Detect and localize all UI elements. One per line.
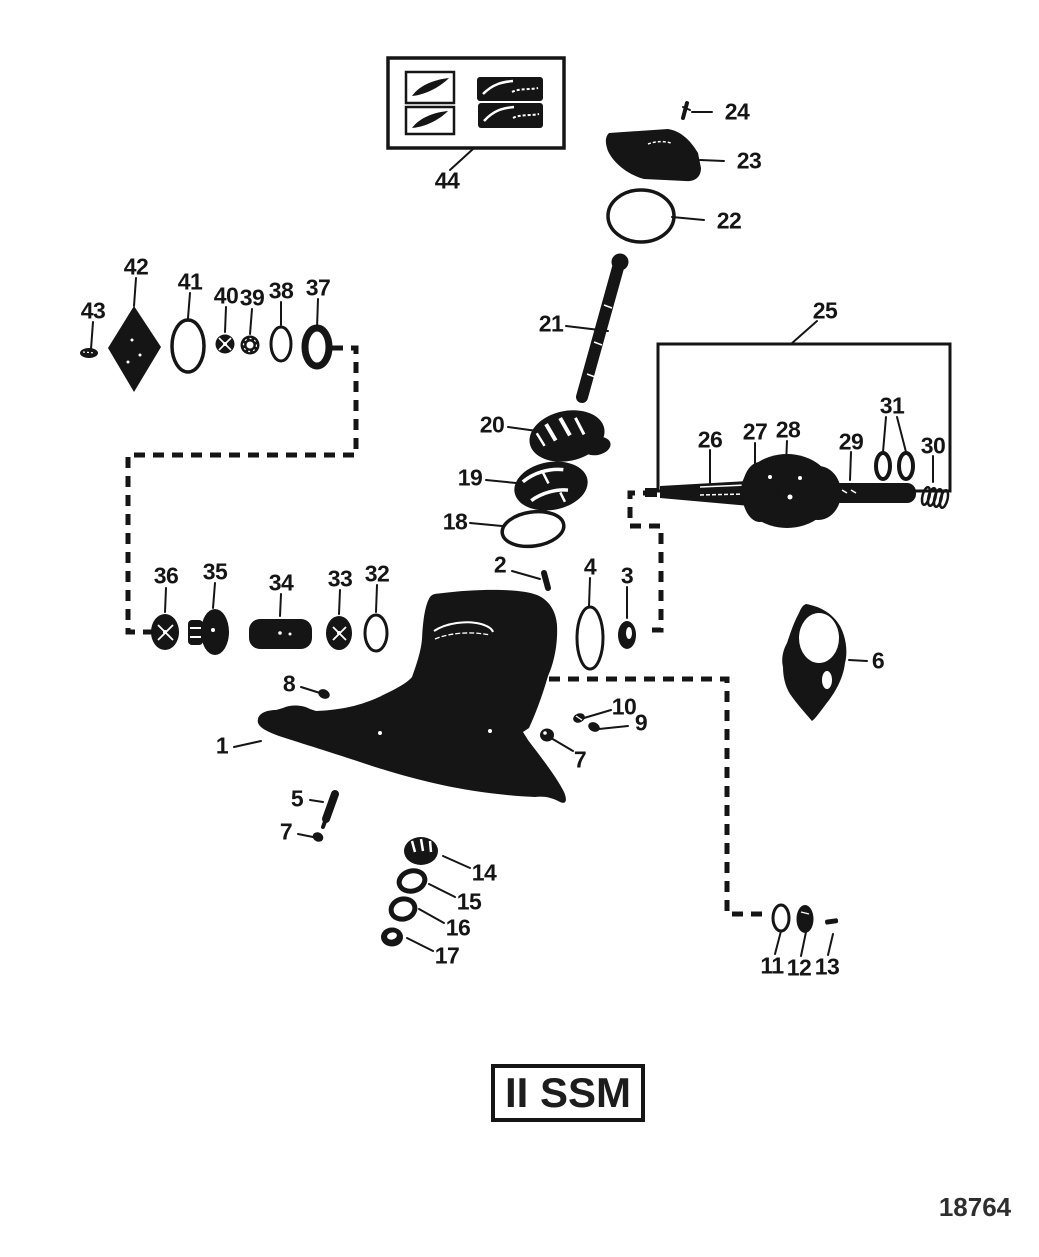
callout-43: 43 [80,297,106,324]
callout-17: 17 [434,942,460,969]
part-bolt-5 [321,790,339,829]
part-bearing-33 [326,616,352,650]
part-trim-tab-6 [782,604,847,721]
part-gear-housing-1 [257,589,566,803]
part-pin-13 [825,918,839,925]
callout-23: 23 [736,147,762,174]
callout-40: 40 [213,282,239,309]
part-spring-30 [920,485,950,510]
callout-13: 13 [814,953,840,980]
callout-22: 22 [716,207,742,234]
callout-18: 18 [442,508,468,535]
part-screw-7b [312,832,324,842]
callout-9: 9 [634,709,648,736]
part-oring-22 [606,188,676,244]
callout-37: 37 [305,274,331,301]
part-bolt-21 [576,253,629,403]
part-seal-17 [381,927,403,947]
callout-8: 8 [282,670,296,697]
callout-27: 27 [742,418,768,445]
part-gear-20 [529,410,611,462]
callout-7a: 7 [573,746,587,773]
callout-1: 1 [215,732,229,759]
callout-29: 29 [838,428,864,455]
housing-logo-script [433,621,494,633]
callout-6: 6 [871,647,885,674]
part-carrier-flange-27 [742,462,778,522]
callout-44: 44 [434,167,460,194]
part-screw-9 [588,722,600,732]
part-pinion-gear-35 [188,609,229,655]
callout-28: 28 [775,416,801,443]
callout-12: 12 [786,954,812,981]
decal-swoosh-bottom [404,105,456,136]
callout-16: 16 [445,914,471,941]
callout-4: 4 [583,553,597,580]
part-oring-11 [771,903,791,933]
decal-panel [386,56,566,150]
part-oring-18 [500,509,566,549]
caption-box: II SSM [491,1064,645,1122]
dashed-connectors [125,345,762,917]
callout-11: 11 [760,952,784,979]
part-shaft-34 [249,619,312,649]
part-propshaft-assembly [645,454,916,532]
part-screw-7a [540,728,554,742]
part-bearing-36 [151,614,179,650]
part-plug-12 [796,905,814,933]
part-cover-plate-23 [605,129,701,182]
callout-33: 33 [327,565,353,592]
leader-lines [90,111,934,957]
callout-32: 32 [364,560,390,587]
decal-brand-top [477,77,543,101]
part-seal-ring-37 [301,324,333,370]
drawing-number: 18764 [938,1192,1012,1222]
callout-2: 2 [493,551,507,578]
callout-24: 24 [724,98,750,125]
callout-5: 5 [290,785,304,812]
callout-31: 31 [879,392,905,419]
callout-30: 30 [920,432,946,459]
part-seal-3 [618,621,636,649]
caption-text: II SSM [504,1069,632,1116]
callout-19: 19 [457,464,483,491]
part-ring-16 [388,896,418,922]
part-screw-24 [681,101,691,120]
part-oring-32 [363,613,389,653]
callout-35: 35 [202,558,228,585]
callout-38: 38 [268,277,294,304]
part-orings-31 [874,451,915,481]
part-washer-39 [240,335,260,355]
callout-34: 34 [268,569,294,596]
callout-3: 3 [620,562,634,589]
callout-10: 10 [611,693,637,720]
part-pin-2 [541,570,551,591]
part-ring-15 [396,868,428,894]
part-propshaft-29 [832,483,916,503]
callout-14: 14 [471,859,497,886]
part-oring-38 [269,325,293,363]
decal-brand-bottom [478,103,543,128]
part-pin-43 [80,348,98,358]
callout-39: 39 [239,284,265,311]
part-plate-42 [108,306,161,392]
part-bearing-19 [514,461,588,511]
callout-21: 21 [538,310,564,337]
part-gear-14 [404,837,438,865]
part-oring-41 [170,318,206,374]
callout-20: 20 [479,411,505,438]
callout-41: 41 [177,268,203,295]
decal-swoosh-top [404,70,456,105]
callout-7b: 7 [279,818,293,845]
part-lockwasher-40 [215,334,235,354]
callout-36: 36 [153,562,179,589]
callout-26: 26 [697,426,723,453]
callout-25: 25 [812,297,838,324]
callout-15: 15 [456,888,482,915]
part-oring-4 [575,605,605,671]
callout-42: 42 [123,253,149,280]
part-washer-10 [573,713,585,723]
part-screw-8 [318,689,330,699]
